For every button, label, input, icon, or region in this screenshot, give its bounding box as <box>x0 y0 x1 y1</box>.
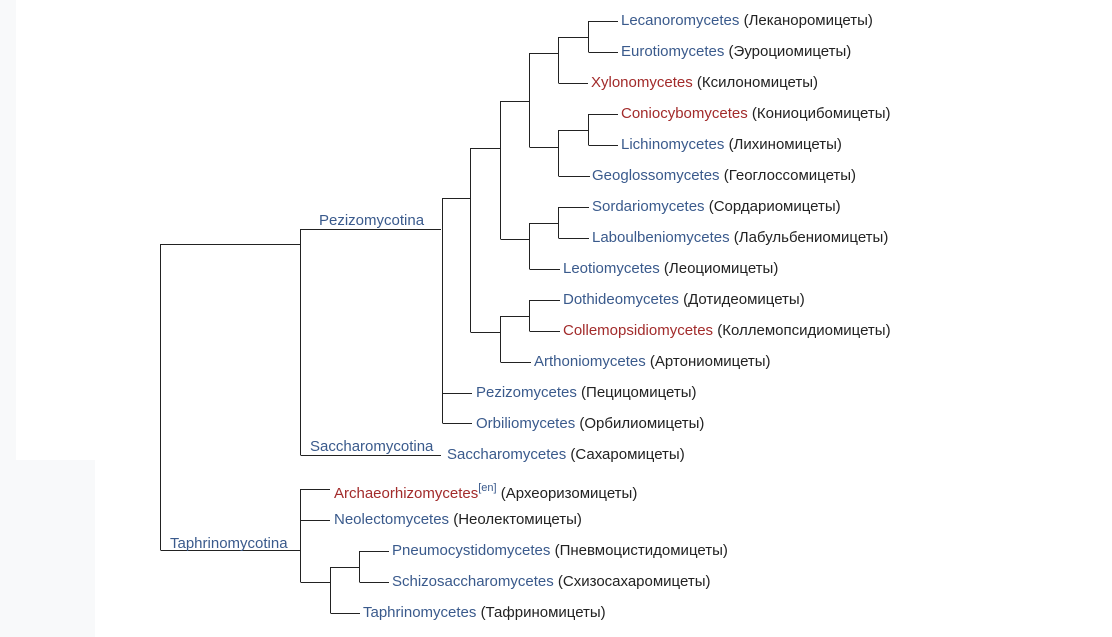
taxon-leotiomycetes: Leotiomycetes (Леоциомицеты) <box>563 260 778 278</box>
taxon-link[interactable]: Lichinomycetes <box>621 136 725 153</box>
clade-label-pezizomycotina[interactable]: Pezizomycotina <box>319 212 425 229</box>
interwiki-link-en[interactable]: [en] <box>478 482 497 494</box>
taxon-redlink[interactable]: Collemopsidiomycetes <box>563 322 714 339</box>
taxon-orbiliomycetes: Orbiliomycetes (Орбилиомицеты) <box>476 415 704 433</box>
taxon-schizosaccharomycetes: Schizosaccharomycetes (Схизосахаромицеты… <box>392 573 710 591</box>
taxon-russian-name: (Орбилиомицеты) <box>579 415 705 432</box>
taxon-russian-name: (Артониомицеты) <box>649 353 771 370</box>
taxon-lecanoromycetes: Lecanoromycetes (Леканоромицеты) <box>621 12 873 30</box>
taxon-link[interactable]: Orbiliomycetes <box>476 415 576 432</box>
taxon-sordariomycetes: Sordariomycetes (Сордариомицеты) <box>592 198 841 216</box>
taxon-pezizomycetes: Pezizomycetes (Пецицомицеты) <box>476 384 697 402</box>
taxon-redlink[interactable]: Archaeorhizomycetes <box>334 485 479 502</box>
taxon-link[interactable]: Taphrinomycetes <box>363 604 477 621</box>
taxon-redlink[interactable]: Xylonomycetes <box>591 74 693 91</box>
taxon-russian-name: (Леканоромицеты) <box>743 12 873 29</box>
taxon-russian-name: (Дотидеомицеты) <box>683 291 805 308</box>
taxon-archaeorhizomycetes: Archaeorhizomycetes[en] (Археоризомицеты… <box>334 480 637 503</box>
taxon-saccharomycetes: Saccharomycetes (Сахаромицеты) <box>447 446 685 464</box>
taxon-link[interactable]: Neolectomycetes <box>334 511 450 528</box>
taxon-eurotiomycetes: Eurotiomycetes (Эуроциомицеты) <box>621 43 851 61</box>
taxon-russian-name: (Ксилономицеты) <box>696 74 818 91</box>
taxon-russian-name: (Лабульбениомицеты) <box>733 229 889 246</box>
taxon-russian-name: (Геоглоссомицеты) <box>723 167 857 184</box>
taxon-russian-name: (Сахаромицеты) <box>570 446 685 463</box>
taxon-link[interactable]: Dothideomycetes <box>563 291 679 308</box>
taxon-link[interactable]: Saccharomycetes <box>447 446 567 463</box>
taxon-russian-name: (Археоризомицеты) <box>500 485 638 502</box>
taxon-arthoniomycetes: Arthoniomycetes (Артониомицеты) <box>534 353 771 371</box>
taxon-link[interactable]: Leotiomycetes <box>563 260 660 277</box>
taxon-link[interactable]: Sordariomycetes <box>592 198 705 215</box>
taxon-russian-name: (Кониоцибомицеты) <box>751 105 891 122</box>
taxon-russian-name: (Неолектомицеты) <box>453 511 582 528</box>
taxon-neolectomycetes: Neolectomycetes (Неолектомицеты) <box>334 511 582 529</box>
taxon-link[interactable]: Pneumocystidomycetes <box>392 542 551 559</box>
taxon-russian-name: (Схизосахаромицеты) <box>557 573 711 590</box>
taxon-link[interactable]: Lecanoromycetes <box>621 12 740 29</box>
taxon-link[interactable]: Pezizomycetes <box>476 384 577 401</box>
taxon-pneumocystidomycetes: Pneumocystidomycetes (Пневмоцистидомицет… <box>392 542 728 560</box>
taxon-russian-name: (Пецицомицеты) <box>581 384 697 401</box>
page-background-bottom <box>0 460 95 637</box>
taxon-link[interactable]: Laboulbeniomycetes <box>592 229 730 246</box>
taxon-link[interactable]: Schizosaccharomycetes <box>392 573 554 590</box>
taxon-russian-name: (Коллемопсидиомицеты) <box>717 322 891 339</box>
taxon-redlink[interactable]: Coniocybomycetes <box>621 105 748 122</box>
taxon-russian-name: (Тафриномицеты) <box>480 604 606 621</box>
taxon-coniocybomycetes: Coniocybomycetes (Кониоцибомицеты) <box>621 105 891 123</box>
taxon-russian-name: (Эуроциомицеты) <box>728 43 852 60</box>
taxon-dothideomycetes: Dothideomycetes (Дотидеомицеты) <box>563 291 805 309</box>
taxon-laboulbeniomycetes: Laboulbeniomycetes (Лабульбениомицеты) <box>592 229 888 247</box>
taxon-collemopsidiomycetes: Collemopsidiomycetes (Коллемопсидиомицет… <box>563 322 891 340</box>
taxon-lichinomycetes: Lichinomycetes (Лихиномицеты) <box>621 136 842 154</box>
clade-label-taphrinomycotina[interactable]: Taphrinomycotina <box>170 535 288 552</box>
taxon-xylonomycetes: Xylonomycetes (Ксилономицеты) <box>591 74 818 92</box>
taxon-russian-name: (Пневмоцистидомицеты) <box>554 542 728 559</box>
taxon-link[interactable]: Geoglossomycetes <box>592 167 720 184</box>
clade-label-saccharomycotina[interactable]: Saccharomycotina <box>310 438 434 455</box>
taxon-geoglossomycetes: Geoglossomycetes (Геоглоссомицеты) <box>592 167 856 185</box>
taxon-russian-name: (Сордариомицеты) <box>708 198 841 215</box>
taxon-link[interactable]: Eurotiomycetes <box>621 43 725 60</box>
taxon-taphrinomycetes: Taphrinomycetes (Тафриномицеты) <box>363 604 606 622</box>
taxon-russian-name: (Леоциомицеты) <box>663 260 779 277</box>
taxon-link[interactable]: Arthoniomycetes <box>534 353 646 370</box>
taxon-russian-name: (Лихиномицеты) <box>728 136 842 153</box>
